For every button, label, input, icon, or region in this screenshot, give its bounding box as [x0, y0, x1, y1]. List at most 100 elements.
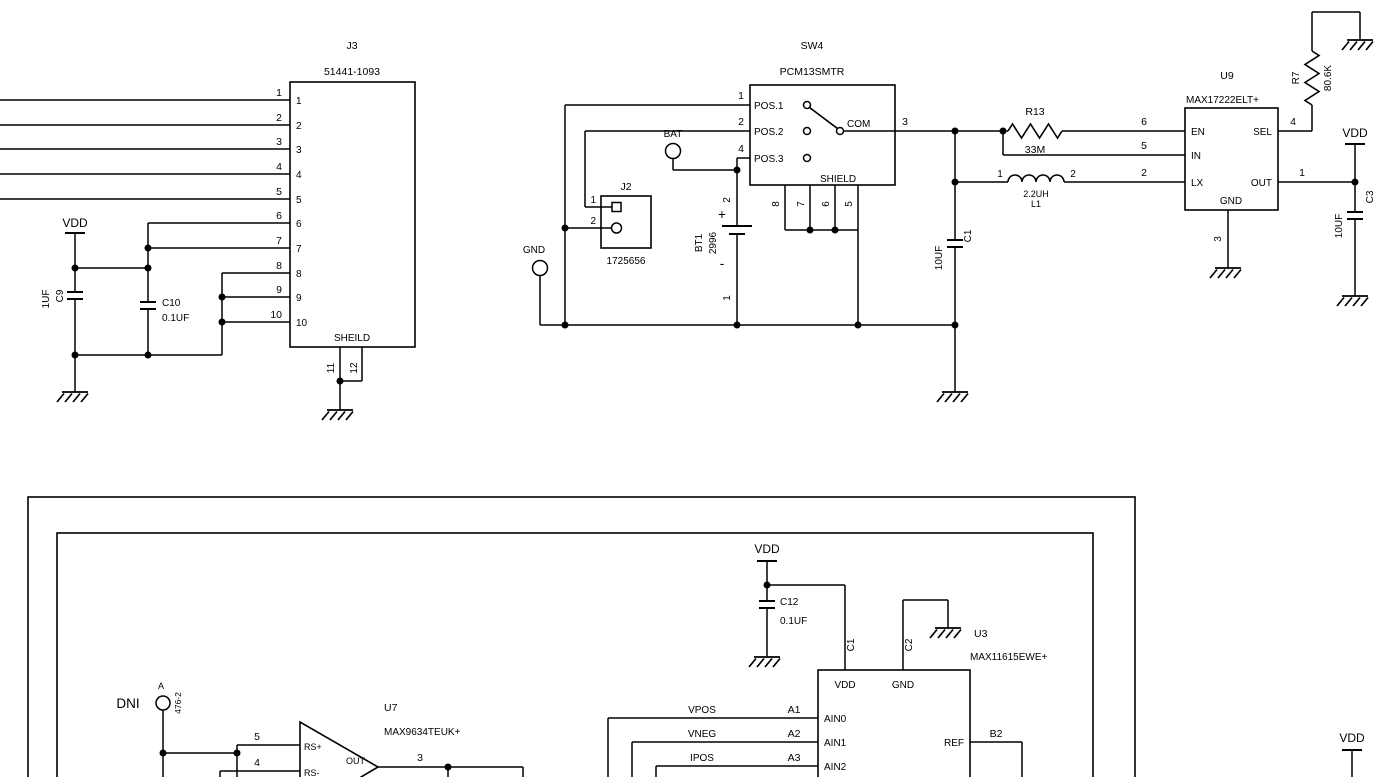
pin-number: 1 [738, 90, 744, 102]
section-boost-converter: C1 10UF R13 33M 1 2 2.2UH L1 U9 MAX17222… [934, 11, 1376, 403]
pin-name: OUT [346, 756, 366, 766]
net-label-bat: BAT [664, 129, 683, 140]
refdes-c10: C10 [162, 298, 181, 309]
partnum-sw4: PCM13SMTR [780, 66, 845, 78]
refdes-r13: R13 [1025, 106, 1044, 118]
battery-plus-sign: + [718, 207, 726, 222]
pin-name: AIN2 [824, 762, 847, 773]
pin-number: 6 [296, 219, 302, 230]
pin-name: SHEILD [334, 333, 370, 344]
pin-name: RS+ [304, 742, 322, 752]
capacitor-c9 [67, 291, 83, 300]
pin-number: 11 [326, 362, 337, 373]
pin-name: AIN1 [824, 738, 847, 749]
junction-dots [561, 166, 862, 329]
refdes-u3: U3 [974, 628, 988, 640]
pin-number: 6 [821, 201, 832, 207]
pin-number: 4 [254, 757, 260, 769]
pin-number: 8 [771, 201, 782, 207]
junction-dots [951, 127, 1359, 329]
pin-name: POS.3 [754, 154, 784, 165]
u9-body [1184, 107, 1279, 211]
value-r13: 33M [1025, 144, 1045, 156]
refdes-u9: U9 [1220, 70, 1234, 82]
pin-number: 5 [844, 201, 855, 207]
partnum-u7: MAX9634TEUK+ [384, 727, 461, 738]
pin-name: GND [1220, 196, 1242, 207]
pin-name: POS.2 [754, 127, 784, 138]
pin-name: POS.1 [754, 101, 784, 112]
pin-number: 12 [349, 362, 360, 374]
pin-number: 7 [276, 235, 282, 247]
j2-body [600, 195, 652, 249]
net-label-vdd: VDD [1339, 731, 1365, 745]
junction-dots [71, 244, 344, 385]
j2-pin1-square-pad [611, 201, 622, 213]
sheet-inner-border [56, 532, 1094, 777]
refdes-l1: L1 [1031, 199, 1041, 209]
pin-name: VDD [834, 680, 855, 691]
pin-number: 5 [276, 186, 282, 198]
pin-number: 9 [276, 284, 282, 296]
pin-number: 8 [296, 269, 302, 280]
pin-name: OUT [1251, 178, 1272, 189]
pin-number: 7 [796, 201, 807, 207]
dni-label: DNI [116, 696, 139, 711]
pin-number: 2 [1070, 169, 1076, 180]
pin-number: A1 [788, 704, 801, 716]
pin-number: 3 [296, 145, 302, 156]
pin-name: IN [1191, 151, 1201, 162]
partnum-j2: 1725656 [607, 256, 646, 267]
pin-name: REF [944, 738, 964, 749]
refdes-r7: R7 [1291, 71, 1302, 84]
partnum-testpoint: 476-2 [173, 692, 183, 714]
pin-number: 1 [1299, 167, 1305, 179]
pin-number: 4 [738, 143, 744, 155]
capacitor-c10 [140, 301, 156, 310]
net-label-vneg: VNEG [688, 729, 717, 740]
pin-name: GND [892, 680, 914, 691]
pin-number: 5 [296, 195, 302, 206]
pin-number: B2 [990, 728, 1003, 740]
net-label-ipos: IPOS [690, 753, 714, 764]
pin-number: 2 [738, 116, 744, 128]
pin-name: LX [1191, 178, 1204, 189]
pin-number: 1 [296, 96, 302, 107]
section-adc-sheet: VDD C12 0.1UF C1 C2 U3 MAX11615EWE+ VDD … [27, 496, 1365, 777]
pin-number: 1 [997, 169, 1003, 180]
switch-contact-pos1 [802, 100, 812, 110]
pin-number: 4 [276, 161, 282, 173]
testpoint-a [155, 695, 171, 711]
u3-body [817, 669, 971, 777]
pin-name: COM [847, 119, 870, 130]
pin-number: 2 [276, 112, 282, 124]
value-r7: 80.6K [1323, 65, 1334, 91]
junction-dots [159, 581, 771, 771]
switch-arm [808, 106, 839, 130]
section-j3-connector: J3 51441-1093 1 2 3 4 5 6 7 8 9 10 1 2 3… [0, 40, 416, 421]
pin-number: C2 [904, 638, 915, 651]
pin-number: 4 [296, 170, 302, 181]
section-switch-battery: SW4 PCM13SMTR 1 2 4 POS.1 POS.2 POS.3 CO… [523, 40, 1008, 329]
value-c1: 10UF [934, 246, 945, 270]
pin-number: 2 [1141, 167, 1147, 179]
pin-number: 2 [296, 121, 302, 132]
refdes-u7: U7 [384, 702, 398, 714]
pin-number: C1 [846, 638, 857, 651]
refdes-c9: C9 [55, 289, 66, 302]
pin-number: 3 [417, 752, 423, 764]
pin-number: 1 [276, 87, 282, 99]
sheet-outer-border [27, 496, 1136, 777]
pin-number: 5 [254, 731, 260, 743]
pin-number: 10 [296, 318, 308, 329]
pin-number: 2 [722, 197, 733, 203]
refdes-c3: C3 [1365, 190, 1376, 203]
pin-number: A3 [788, 752, 801, 764]
pin-number: 1 [722, 295, 733, 301]
refdes-j2: J2 [620, 181, 631, 193]
refdes-c12: C12 [780, 597, 799, 608]
capacitor-c12 [759, 600, 775, 609]
partnum-u3: MAX11615EWE+ [970, 652, 1048, 663]
refdes-j3: J3 [346, 40, 357, 52]
